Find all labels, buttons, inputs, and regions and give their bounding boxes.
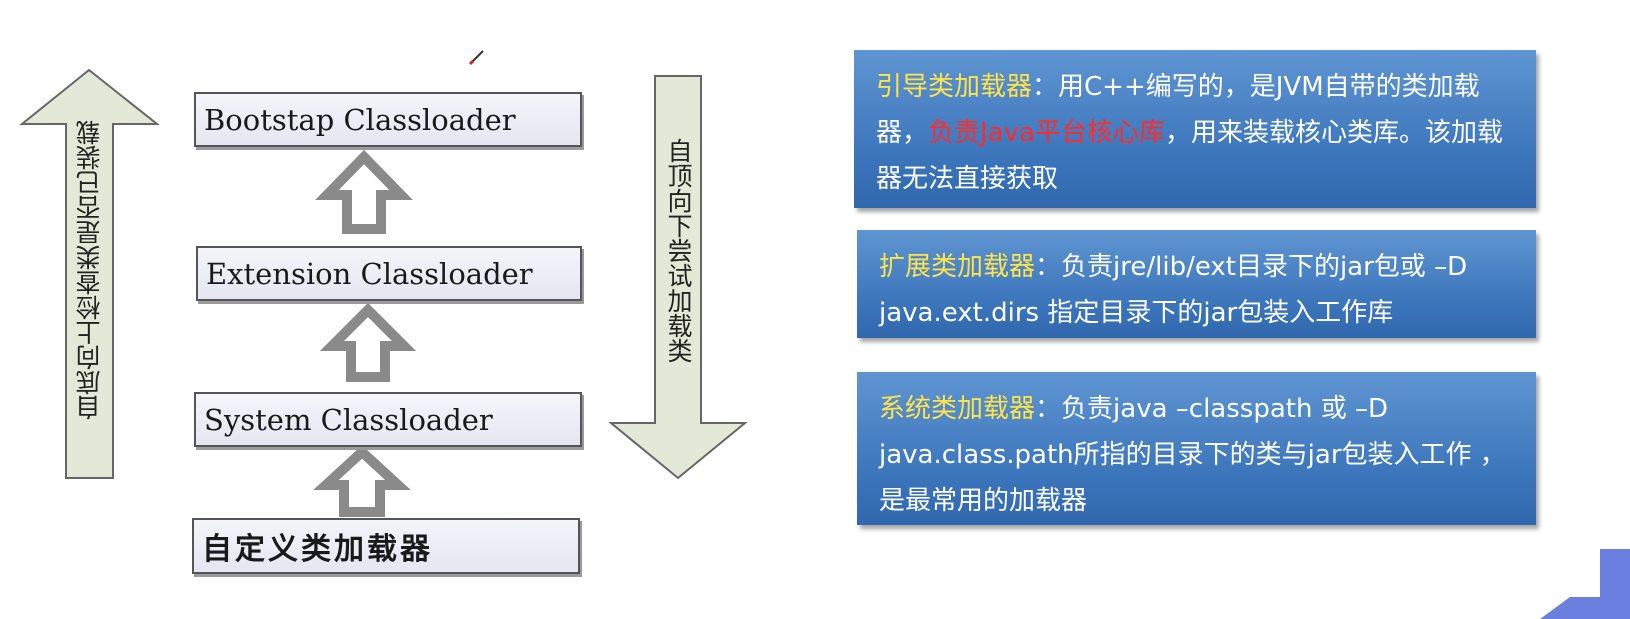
pen-icon — [468, 50, 484, 66]
panel-title: 系统类加载器 — [879, 394, 1036, 424]
extension-classloader-label: Extension Classloader — [206, 256, 533, 291]
system-classloader-box: System Classloader — [194, 392, 582, 447]
panel-text: 负责jre/lib/ext目录下的jar包或 –D java.ext.dirs … — [879, 252, 1468, 328]
panel-highlight: 负责Java平台核心库 — [928, 118, 1165, 148]
hollow-up-arrow-icon — [313, 445, 411, 517]
custom-classloader-label: 自定义类加载器 — [202, 532, 433, 567]
panel-text: ，用来装载核心类库。该加载器无法直接获取 — [876, 118, 1503, 194]
panel-title: 扩展类加载器 — [879, 252, 1036, 282]
right-down-arrow — [608, 75, 748, 480]
panel-text: 负责java –classpath 或 –D java.class.path所指… — [879, 394, 1506, 516]
panel-text: 用C++编写的，是JVM自带的类加载器， — [876, 72, 1480, 148]
bootstrap-classloader-label: Bootstap Classloader — [204, 102, 516, 137]
extension-description-panel: 扩展类加载器：负责jre/lib/ext目录下的jar包或 –D java.ex… — [857, 230, 1536, 338]
system-classloader-label: System Classloader — [204, 402, 493, 437]
hollow-up-arrow-icon — [319, 302, 417, 382]
corner-accent — [1540, 549, 1630, 619]
hollow-up-arrow-icon — [315, 149, 413, 234]
left-arrow-label: 自底向上检查类是否已装载 — [75, 120, 104, 420]
bootstrap-description-panel: 引导类加载器：用C++编写的，是JVM自带的类加载器，负责Java平台核心库，用… — [854, 50, 1536, 208]
panel-separator: ： — [1035, 252, 1062, 282]
panel-title: 引导类加载器 — [876, 72, 1033, 102]
panel-separator: ： — [1035, 394, 1062, 424]
panel-separator: ： — [1032, 72, 1059, 102]
bootstrap-classloader-box: Bootstap Classloader — [194, 92, 582, 147]
right-arrow-label: 自顶向下尝试加载类 — [664, 137, 693, 363]
custom-classloader-box: 自定义类加载器 — [192, 518, 580, 574]
extension-classloader-box: Extension Classloader — [196, 246, 582, 301]
left-up-arrow — [19, 68, 160, 479]
system-description-panel: 系统类加载器：负责java –classpath 或 –D java.class… — [857, 372, 1536, 525]
